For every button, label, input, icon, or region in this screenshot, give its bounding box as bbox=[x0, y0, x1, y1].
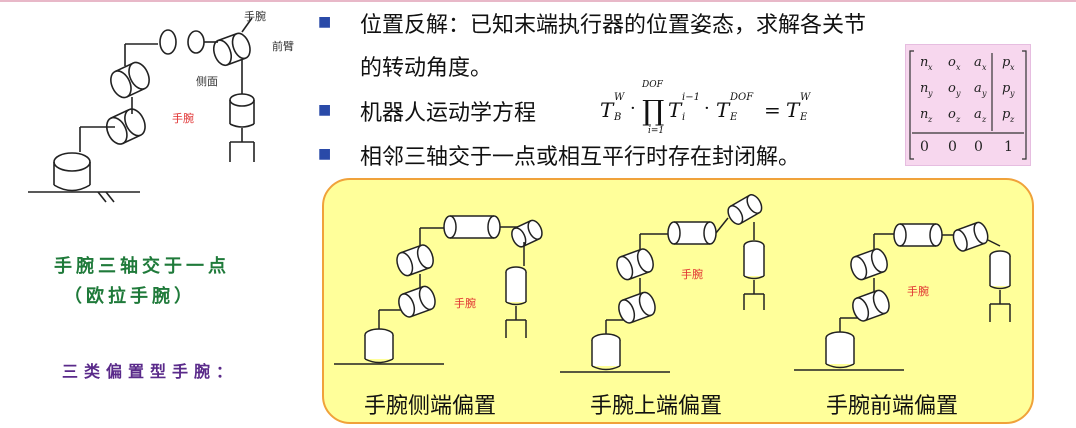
transform-matrix: n o a p n o a p n o a p x x x x y y y y … bbox=[905, 44, 1031, 166]
offset-wrist-caption: 三类偏置型手腕： bbox=[62, 362, 239, 381]
left-label-wrist: 手腕 bbox=[172, 112, 194, 125]
matrix-r3-c3: a bbox=[974, 107, 982, 122]
bullet-marker-2: ■ bbox=[318, 102, 332, 118]
matrix-r1-c2: o bbox=[948, 55, 956, 70]
offset-wrist-panel bbox=[322, 178, 1034, 424]
matrix-r2-c4: p bbox=[1002, 81, 1011, 96]
matrix-r2-c1: n bbox=[920, 81, 929, 96]
matrix-sub-x-1: x bbox=[928, 63, 933, 72]
matrix-r4-c2: 0 bbox=[948, 139, 957, 155]
left-label-forearm: 前臂 bbox=[272, 40, 294, 53]
matrix-sub-y-1: y bbox=[928, 89, 933, 98]
eq-term-2: T bbox=[668, 98, 682, 122]
eq-term-2-sub: i bbox=[682, 112, 686, 123]
eq-term-1-sub: B bbox=[614, 112, 622, 123]
eq-term-3-sup: DOF bbox=[730, 92, 754, 103]
matrix-sub-x-3: x bbox=[982, 63, 987, 72]
eq-term-3-sub: E bbox=[730, 112, 738, 123]
matrix-r2-c3: a bbox=[974, 81, 982, 96]
bullet-1-line1: 位置反解：已知末端执行器的位置姿态，求解各关节 bbox=[360, 13, 867, 38]
euler-wrist-caption-line2: （欧拉手腕） bbox=[64, 286, 196, 307]
matrix-r4-c1: 0 bbox=[920, 139, 929, 155]
matrix-sub-x-2: x bbox=[956, 63, 961, 72]
eq-term-4-sup: W bbox=[800, 92, 811, 103]
matrix-brackets bbox=[909, 50, 1027, 160]
eq-dot-2: · bbox=[704, 98, 710, 119]
matrix-r4-c3: 0 bbox=[974, 139, 983, 155]
eq-prod-top: DOF bbox=[642, 80, 663, 90]
matrix-sub-x-4: x bbox=[1010, 63, 1015, 72]
left-label-top: 手腕 bbox=[244, 10, 266, 23]
matrix-sub-z-4: z bbox=[1010, 115, 1015, 124]
panel-caption-side-offset: 手腕侧端偏置 bbox=[364, 394, 497, 419]
panel-caption-front-offset: 手腕前端偏置 bbox=[826, 394, 959, 419]
left-label-side: 侧面 bbox=[196, 75, 218, 88]
matrix-sub-y-2: y bbox=[956, 89, 961, 98]
eq-term-4-sub: E bbox=[800, 112, 808, 123]
matrix-r2-c2: o bbox=[948, 81, 956, 96]
bullet-marker-3: ■ bbox=[318, 146, 332, 162]
eq-term-2-sup: i−1 bbox=[682, 92, 700, 103]
matrix-r3-c1: n bbox=[920, 107, 929, 122]
matrix-sub-y-3: y bbox=[982, 89, 987, 98]
bullet-1-line2: 的转动角度。 bbox=[360, 56, 493, 81]
offset-wrist-robots bbox=[334, 194, 1011, 373]
bullet-marker-1: ■ bbox=[318, 14, 332, 30]
eq-term-1-sup: W bbox=[614, 92, 625, 103]
matrix-sub-z-2: z bbox=[956, 115, 961, 124]
eq-term-1: T bbox=[600, 98, 614, 122]
panel-label-3: 手腕 bbox=[907, 285, 929, 298]
euler-wrist-robot-diagram bbox=[28, 17, 255, 203]
eq-product-symbol: ∏ bbox=[642, 94, 665, 127]
eq-term-4: T bbox=[786, 98, 800, 122]
panel-label-2: 手腕 bbox=[681, 268, 703, 281]
matrix-sub-z-3: z bbox=[982, 115, 987, 124]
matrix-r3-c4: p bbox=[1002, 107, 1011, 122]
matrix-r1-c4: p bbox=[1002, 55, 1011, 70]
eq-prod-bottom: i=1 bbox=[648, 126, 665, 136]
matrix-r1-c3: a bbox=[974, 55, 982, 70]
eq-term-3: T bbox=[716, 98, 730, 122]
matrix-r3-c2: o bbox=[948, 107, 956, 122]
eq-dot-1: · bbox=[630, 98, 636, 119]
bullet-3-text: 相邻三轴交于一点或相互平行时存在封闭解。 bbox=[360, 145, 801, 170]
bullet-2-text: 机器人运动学方程 bbox=[360, 101, 537, 126]
matrix-r4-c4: 1 bbox=[1004, 139, 1013, 155]
panel-caption-top-offset: 手腕上端偏置 bbox=[590, 394, 723, 419]
matrix-sub-z-1: z bbox=[928, 115, 933, 124]
eq-equals: = bbox=[764, 98, 781, 122]
euler-wrist-caption-line1: 手腕三轴交于一点 bbox=[54, 256, 230, 277]
top-divider bbox=[0, 0, 1076, 2]
kinematics-equation: T W B · DOF ∏ i=1 T i−1 i · T DOF E = T … bbox=[600, 80, 860, 140]
panel-label-1: 手腕 bbox=[454, 297, 476, 310]
matrix-sub-y-4: y bbox=[1010, 89, 1015, 98]
matrix-r1-c1: n bbox=[920, 55, 929, 70]
